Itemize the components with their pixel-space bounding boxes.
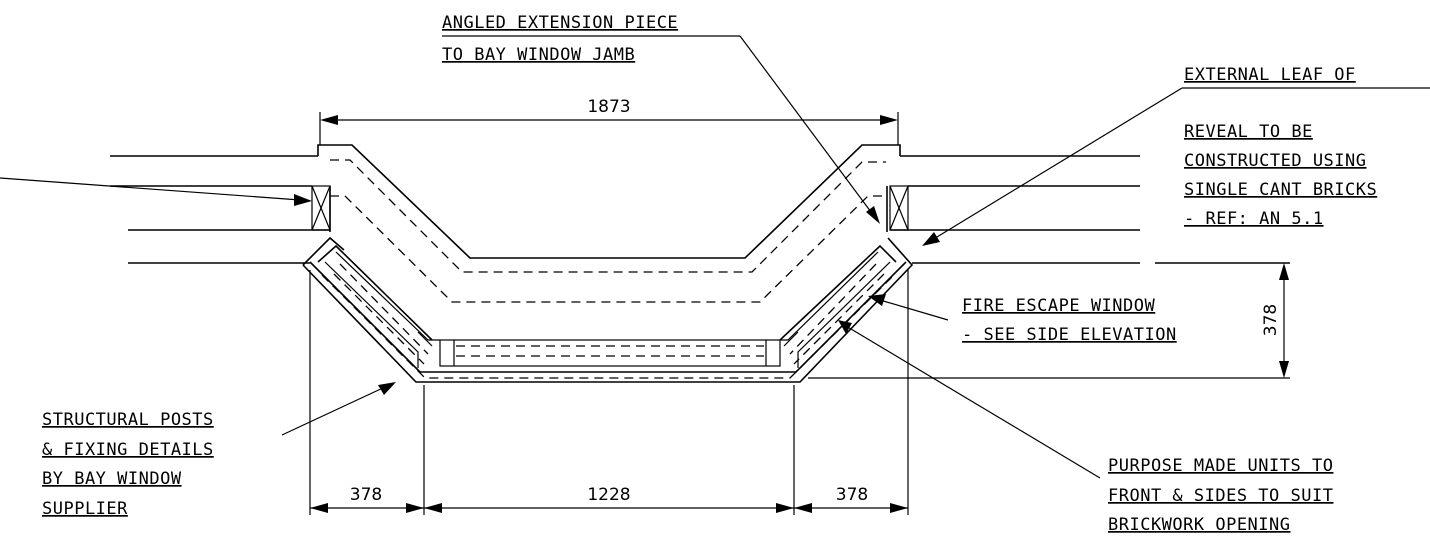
dimension-bottom-center-text: 1228 — [587, 485, 630, 505]
label-fire-escape-line1: FIRE ESCAPE WINDOW — [962, 296, 1155, 316]
label-angled-extension-line1: ANGLED EXTENSION PIECE — [442, 13, 678, 33]
label-external-leaf-line3: CONSTRUCTED USING — [1184, 151, 1367, 171]
label-purpose-made-line3: BRICKWORK OPENING — [1108, 515, 1291, 535]
leader-lines — [0, 35, 1430, 479]
bay-window-frame — [302, 236, 914, 383]
label-structural-posts-line3: BY BAY WINDOW — [42, 469, 182, 489]
label-external-leaf: EXTERNAL LEAF OF REVEAL TO BE CONSTRUCTE… — [1184, 65, 1377, 229]
label-external-leaf-line4: SINGLE CANT BRICKS — [1184, 180, 1377, 200]
dimension-projection-text: 378 — [1261, 304, 1281, 336]
dimension-bottom: 378 1228 378 — [309, 270, 909, 515]
label-external-leaf-line1: EXTERNAL LEAF OF — [1184, 65, 1356, 85]
label-external-leaf-line5: - REF: AN 5.1 — [1184, 209, 1324, 229]
bay-head-dashed — [330, 159, 886, 303]
label-purpose-made-line2: FRONT & SIDES TO SUIT — [1108, 486, 1333, 506]
left-wall-lines — [110, 155, 330, 264]
label-structural-posts-line4: SUPPLIER — [42, 499, 128, 519]
label-angled-extension: ANGLED EXTENSION PIECE TO BAY WINDOW JAM… — [442, 13, 678, 65]
label-structural-posts: STRUCTURAL POSTS & FIXING DETAILS BY BAY… — [42, 410, 214, 519]
label-angled-extension-line2: TO BAY WINDOW JAMB — [442, 45, 635, 65]
dimension-overall-width-text: 1873 — [587, 97, 630, 117]
bay-head-outline — [317, 144, 901, 259]
label-structural-posts-line1: STRUCTURAL POSTS — [42, 410, 214, 430]
dimension-bottom-left-text: 378 — [350, 485, 382, 505]
left-cavity-closer — [311, 185, 331, 231]
dimension-overall-width: 1873 — [319, 97, 899, 145]
dimension-projection: 378 — [808, 263, 1290, 379]
label-fire-escape: FIRE ESCAPE WINDOW - SEE SIDE ELEVATION — [962, 296, 1177, 345]
label-fire-escape-line2: - SEE SIDE ELEVATION — [962, 325, 1177, 345]
label-purpose-made-line1: PURPOSE MADE UNITS TO — [1108, 456, 1333, 476]
right-cavity-closer — [889, 185, 909, 231]
label-external-leaf-line2: REVEAL TO BE — [1184, 122, 1313, 142]
right-wall-lines — [890, 155, 1290, 264]
label-purpose-made: PURPOSE MADE UNITS TO FRONT & SIDES TO S… — [1108, 456, 1333, 535]
label-structural-posts-line2: & FIXING DETAILS — [42, 440, 214, 460]
dimension-bottom-right-text: 378 — [836, 485, 868, 505]
